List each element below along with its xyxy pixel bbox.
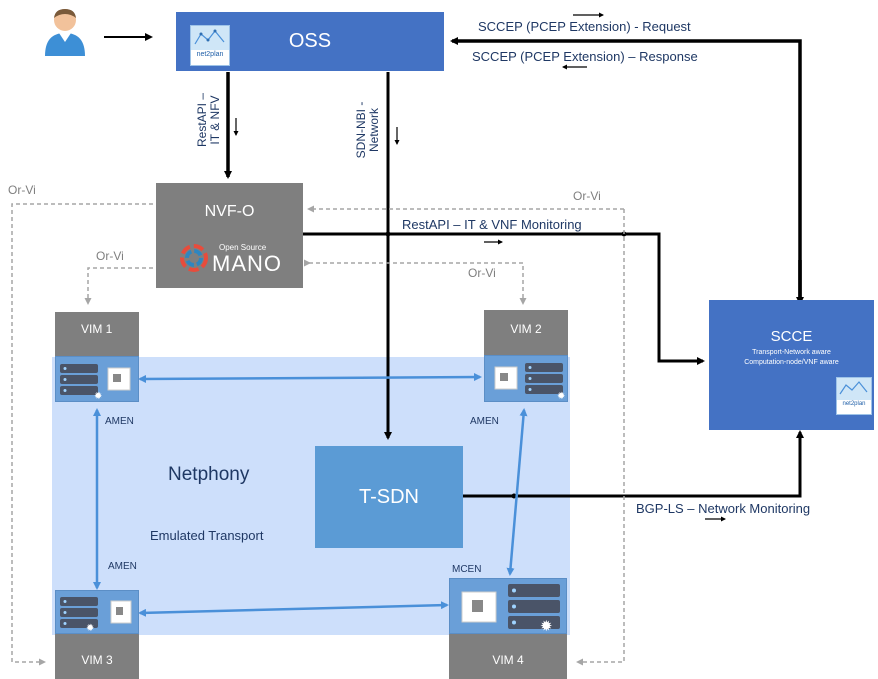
server-node-vim2[interactable]: ✹ [484, 355, 568, 402]
nfvo-to-scce-monitoring [303, 232, 705, 365]
oss-label: OSS [288, 30, 332, 52]
orvi-label-4: Or-Vi [468, 266, 496, 280]
tsdn-label: T-SDN [359, 485, 419, 508]
svg-text:✹: ✹ [540, 618, 553, 635]
server-node-vim4[interactable]: ✹ [449, 578, 567, 635]
svg-text:✹: ✹ [557, 391, 565, 402]
vim1-box[interactable]: VIM 1 [55, 312, 139, 356]
scce-label: SCCE [770, 328, 813, 345]
server-rack-icon [60, 597, 98, 628]
restapi-monitoring-label: RestAPI – IT & VNF Monitoring [402, 217, 582, 232]
scceep-request-label: SCCEP (PCEP Extension) - Request [478, 19, 691, 34]
net2plan-logo-icon [191, 26, 229, 50]
orvi-label-3: Or-Vi [96, 249, 124, 263]
server-rack-icon [525, 363, 563, 394]
orvi-nfvo-vim2 [309, 262, 527, 305]
orvi-label-2: Or-Vi [573, 189, 601, 203]
bgpls-label: BGP-LS – Network Monitoring [636, 501, 811, 516]
scce-subtitle-2: Computation-node/VNF aware [744, 359, 839, 366]
amen-label-1: AMEN [105, 416, 134, 427]
mano-text: MANO [212, 251, 282, 276]
vim4-label: VIM 4 [492, 653, 524, 667]
scce-box[interactable]: SCCE Transport-Network aware Computation… [709, 300, 874, 430]
user-icon [41, 6, 89, 56]
mano-small-text: Open Source [219, 243, 267, 252]
svg-text:✹: ✹ [86, 623, 94, 634]
scceep-response-label: SCCEP (PCEP Extension) – Response [472, 49, 698, 64]
vim4-box[interactable]: VIM 4 [449, 634, 567, 679]
nfvo-box[interactable]: NVF-O [156, 183, 303, 288]
netphony-label: Netphony [168, 464, 250, 485]
emulated-transport-label: Emulated Transport [150, 528, 264, 543]
tsdn-to-scce-bgpls [463, 430, 804, 498]
vim2-label: VIM 2 [510, 322, 542, 336]
oss-net2plan-logo: net2plan [190, 25, 230, 66]
amen-label-3: AMEN [108, 561, 137, 572]
restapi-it-nfv-label: RestAPI – IT & NFV [195, 92, 222, 148]
amen3-mcen-link [138, 601, 449, 617]
server-node-vim3[interactable]: ✹ [55, 590, 139, 634]
orvi-nfvo-vim4 [576, 209, 625, 666]
scce-n2p-text: net2plan [842, 401, 866, 407]
server-node-vim1[interactable]: ✹ [55, 356, 139, 402]
orvi-label-1: Or-Vi [8, 183, 36, 197]
oss-n2p-text: net2plan [196, 51, 224, 58]
server-rack-icon [508, 584, 560, 629]
orvi-nfvo-vim3 [11, 203, 153, 666]
amen-label-2: AMEN [470, 416, 499, 427]
mcen-label: MCEN [452, 564, 482, 575]
sdn-nbi-network-label: SDN-NBI - Network [354, 101, 381, 159]
tsdn-box[interactable]: T-SDN [315, 446, 463, 548]
net2plan-logo-icon [837, 378, 871, 400]
scce-subtitle-1: Transport-Network aware [752, 349, 831, 356]
vim2-box[interactable]: VIM 2 [484, 310, 568, 356]
mano-logo-icon [179, 243, 209, 273]
orvi-nfvo-vim1 [84, 267, 153, 305]
nfvo-label: NVF-O [204, 203, 255, 220]
vim3-label: VIM 3 [81, 653, 113, 667]
server-rack-icon [60, 364, 98, 395]
scce-net2plan-logo: net2plan [836, 377, 872, 415]
amen2-mcen-link [506, 408, 528, 576]
scceep-line [450, 37, 802, 310]
vim3-box[interactable]: VIM 3 [55, 634, 139, 679]
amen1-amen2-link [138, 373, 482, 383]
vim1-label: VIM 1 [81, 322, 113, 336]
svg-text:✹: ✹ [94, 391, 102, 402]
